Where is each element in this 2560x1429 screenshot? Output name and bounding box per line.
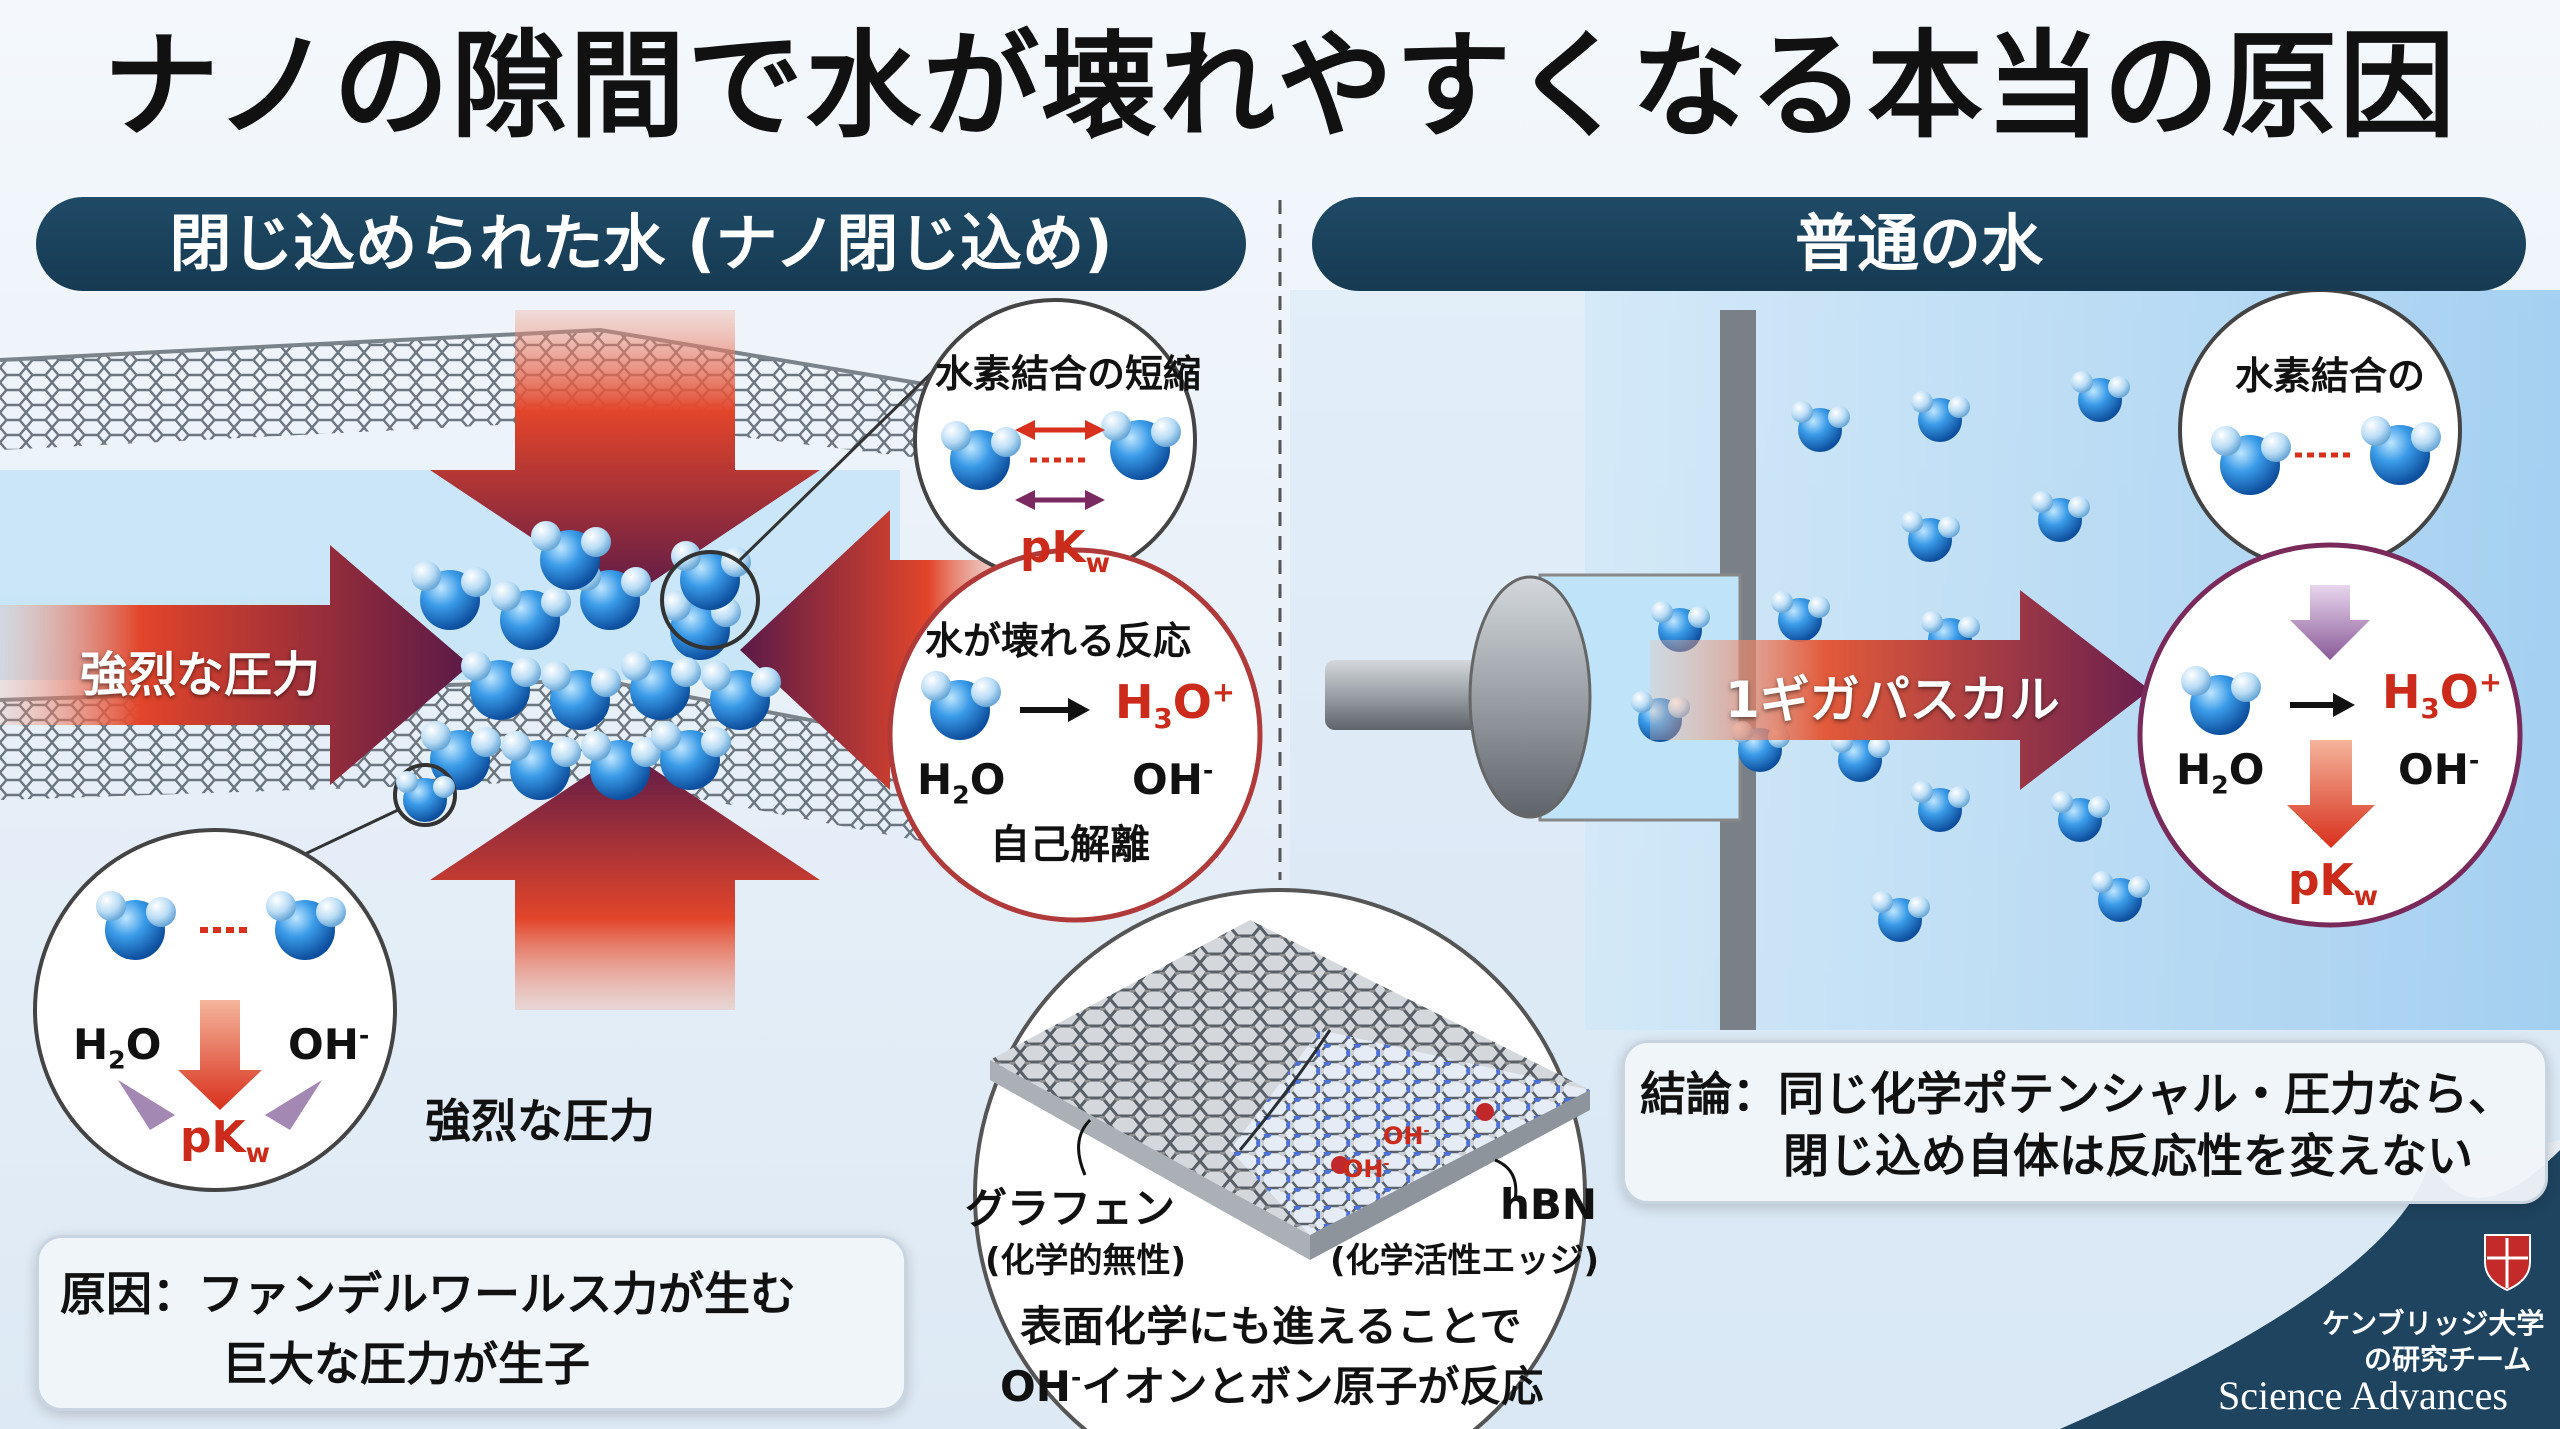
- hbn-note: (化学活性エッジ): [1330, 1241, 1600, 1281]
- h2o-pair: H2O: [73, 1020, 162, 1075]
- surface-inset: [973, 888, 1590, 1429]
- oh-right: OH-: [2398, 745, 2480, 794]
- oh-label-2: OH-: [1343, 1155, 1390, 1183]
- self-dissociation-caption: 自己解離: [990, 822, 1150, 868]
- conclusion-box: [1622, 1040, 2548, 1204]
- h3o-left: H3O+: [1115, 675, 1235, 736]
- h2o-left: H2O: [917, 755, 1006, 810]
- oh-label-1: OH-: [1383, 1122, 1430, 1150]
- credit-team: の研究チーム: [2364, 1343, 2532, 1376]
- oh-left: OH-: [1132, 755, 1214, 804]
- journal-name: Science Advances: [2218, 1373, 2508, 1418]
- inset-hbond-right: [2178, 288, 2462, 572]
- inset-reaction-left: [887, 547, 1263, 923]
- hbond-title-right: 水素結合の: [2235, 354, 2426, 398]
- cambridge-crest-icon: [2484, 1234, 2531, 1292]
- inset-pair-left: [33, 828, 397, 1192]
- cause-line2: 巨大な圧力が生子: [222, 1337, 590, 1391]
- h2o-right: H2O: [2176, 745, 2265, 800]
- gpa-arrow-label: 1ギガパスカル: [1725, 671, 2060, 729]
- pkw-left-top: pKw: [1020, 522, 1110, 579]
- surface-caption2: OH-イオンとボン原子が反応: [1000, 1362, 1544, 1411]
- conclusion-line2: 閉じ込め自体は反応性を変えない: [1783, 1129, 2473, 1183]
- conclusion-line1: 結論：同じ化学ポテンシャル・圧力なら、: [1640, 1067, 2514, 1121]
- oh-pair: OH-: [288, 1020, 370, 1069]
- graphene-label: グラフェン: [965, 1184, 1176, 1233]
- left-heading: 閉じ込められた水 (ナノ閉じ込め): [36, 197, 1246, 291]
- page-title: ナノの隙間で水が壊れやすくなる本当の原因: [102, 19, 2458, 154]
- pkw-right: pKw: [2288, 855, 2378, 912]
- hbn-label: hBN: [1500, 1180, 1598, 1229]
- cause-line1: 原因：ファンデルワールス力が生む: [60, 1267, 796, 1321]
- arrow-left: [0, 545, 470, 785]
- zoom-ring-bottom: [393, 763, 457, 827]
- pkw-pair: pKw: [180, 1112, 270, 1169]
- arrow-bottom: [430, 750, 820, 1010]
- page-curl: [2060, 1150, 2560, 1429]
- zoom-ring-top: [660, 550, 760, 650]
- h3o-right: H3O+: [2382, 665, 2502, 726]
- cause-box: [36, 1235, 907, 1411]
- reaction-title-left: 水が壊れる反応: [925, 619, 1192, 663]
- arrow-top: [430, 310, 820, 600]
- graphene-note: (化学的無性): [985, 1241, 1187, 1281]
- pressure-label: 強烈な圧力: [425, 1094, 655, 1148]
- pressure-arrow-label: 強烈な圧力: [80, 647, 321, 703]
- credit-university: ケンブリッジ大学: [2322, 1307, 2545, 1340]
- right-heading: 普通の水: [1312, 197, 2526, 291]
- surface-caption1: 表面化学にも進えることで: [1020, 1302, 1522, 1351]
- arrow-1gpa: [1650, 590, 2150, 790]
- inset-reaction-right: [2137, 542, 2523, 928]
- hbond-title-left: 水素結合の短縮: [935, 352, 1202, 396]
